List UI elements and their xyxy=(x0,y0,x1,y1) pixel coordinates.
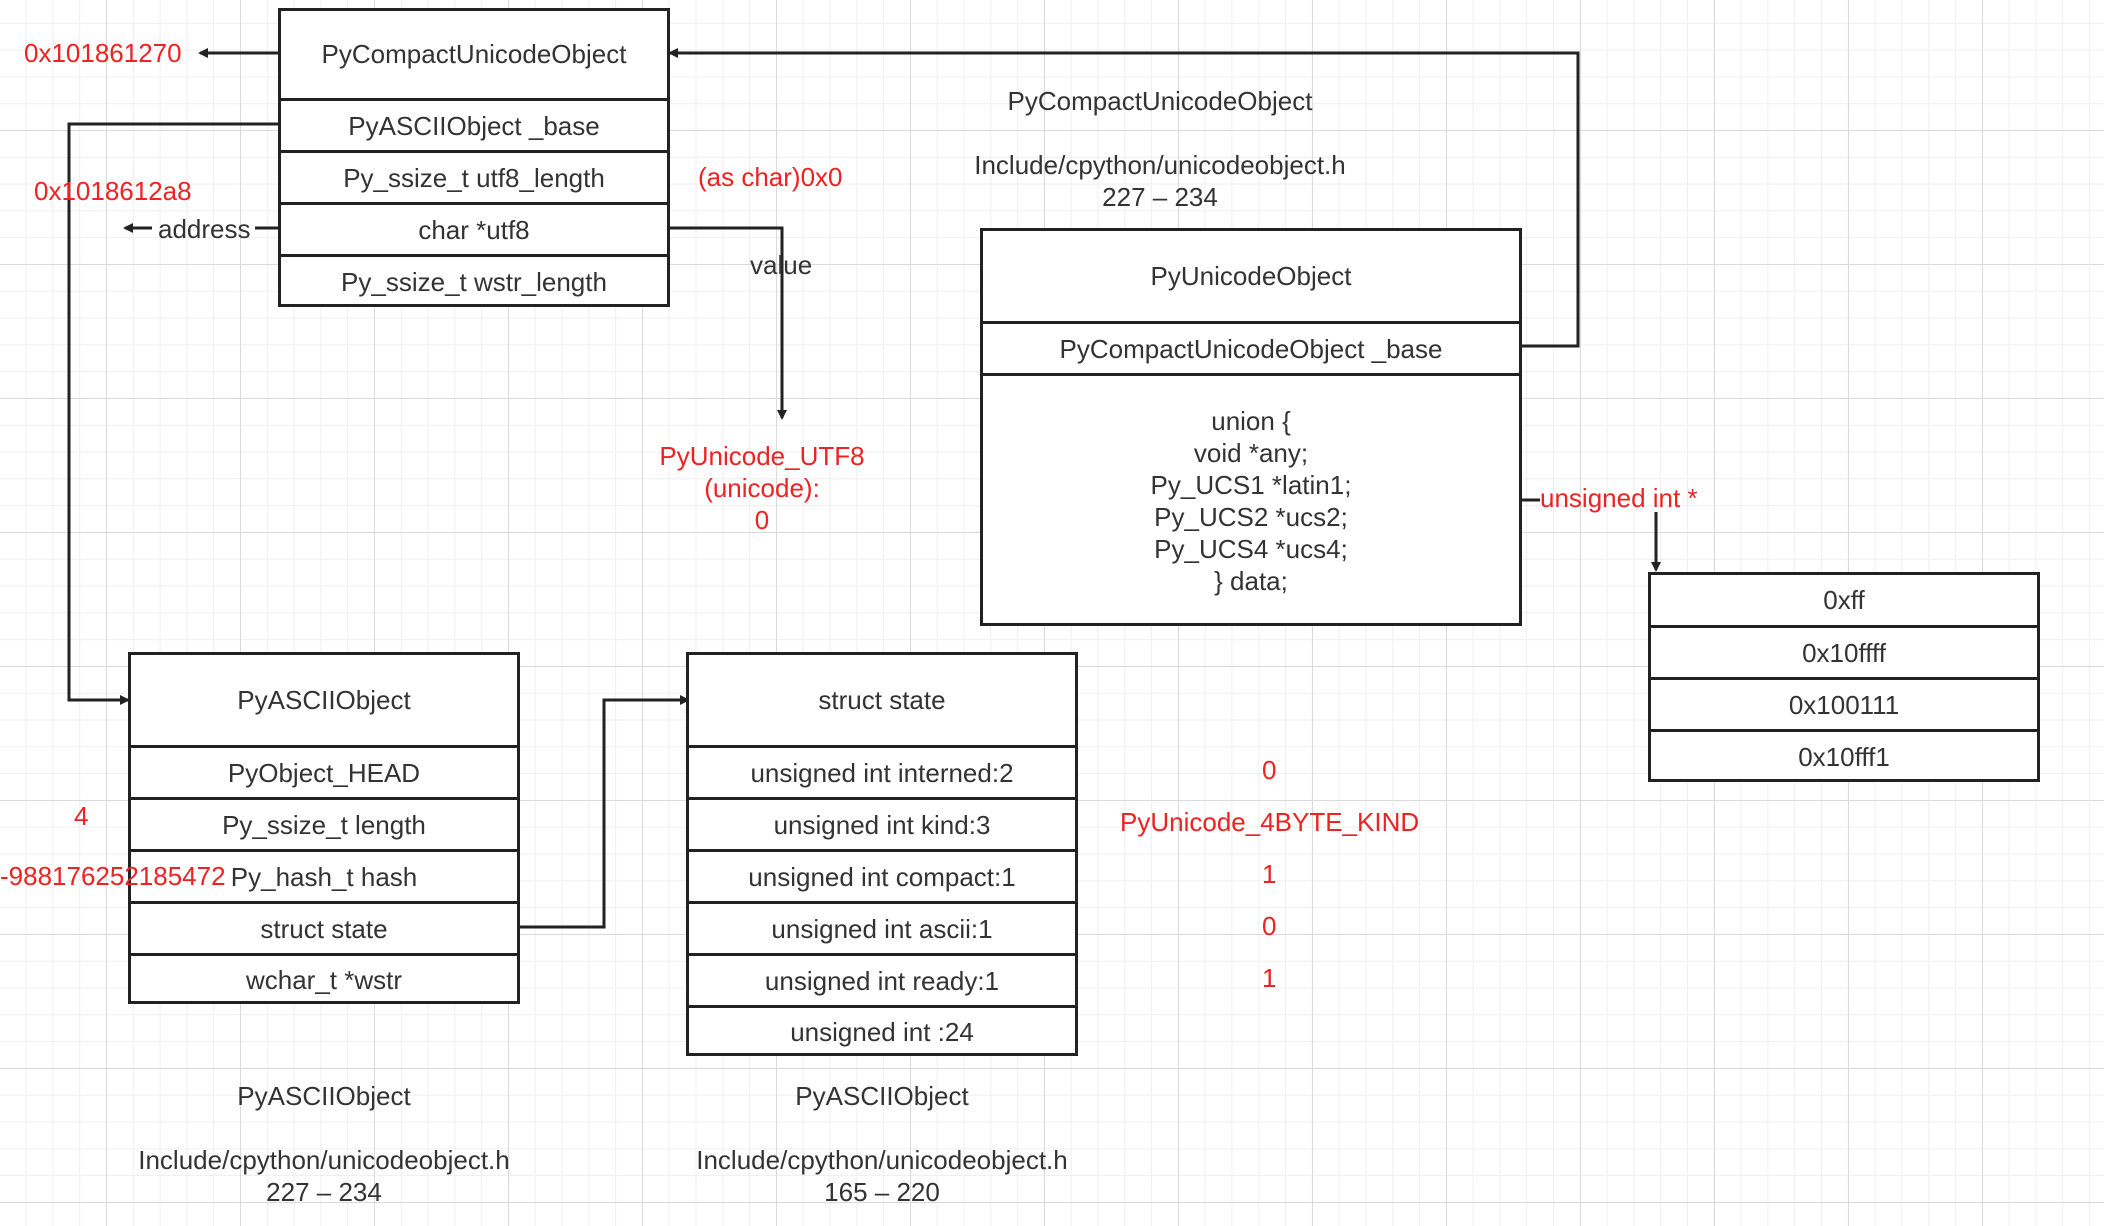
utf8-result-line: PyUnicode_UTF8 xyxy=(659,441,865,471)
compact-field-wstr-length: Py_ssize_t wstr_length xyxy=(281,254,667,307)
state-field-padding: unsigned int :24 xyxy=(689,1005,1075,1056)
arrow-unicode-base-to-compact xyxy=(668,48,1580,348)
compact-caption-name: PyCompactUnicodeObject xyxy=(1007,86,1313,116)
unicode-field-base: PyCompactUnicodeObject _base xyxy=(983,321,1519,374)
data-value: 0x10ffff xyxy=(1651,625,2037,678)
unicode-box-title: PyUnicodeObject xyxy=(1150,260,1352,291)
caption-file: Include/cpython/unicodeobject.h xyxy=(138,1145,510,1175)
data-value: 0xff xyxy=(1823,584,1865,615)
data-pointer-type-annotation: unsigned int * xyxy=(1540,483,1698,513)
compact-address-annotation: 0x101861270 xyxy=(24,38,182,68)
arrow-state-to-struct xyxy=(520,695,690,929)
compact-box-title: PyCompactUnicodeObject xyxy=(321,39,627,69)
caption-lines: 227 – 234 xyxy=(266,1177,382,1207)
ascii-field-length: Py_ssize_t length xyxy=(131,797,517,850)
ascii-field-head: PyObject_HEAD xyxy=(131,745,517,798)
ascii-caption-name: PyASCIIObject xyxy=(237,1081,411,1111)
ascii-field-hash: Py_hash_t hash xyxy=(131,849,517,902)
state-value-compact: 1 xyxy=(1262,859,1277,889)
state-value-interned: 0 xyxy=(1262,755,1277,785)
caption-file: Include/cpython/unicodeobject.h xyxy=(696,1145,1068,1175)
caption-lines: 165 – 220 xyxy=(824,1177,940,1207)
value-label: value xyxy=(750,250,813,280)
state-field-ascii: unsigned int ascii:1 xyxy=(689,901,1075,954)
state-value-ready: 1 xyxy=(1262,963,1277,993)
utf8-address-annotation: 0x1018612a8 xyxy=(34,176,192,206)
state-field-ready: unsigned int ready:1 xyxy=(689,953,1075,1006)
compact-field-utf8: char *utf8 xyxy=(281,202,667,255)
union-line: } data; xyxy=(1214,566,1288,596)
arrow-utf8-value xyxy=(670,226,787,420)
caption-lines: 227 – 234 xyxy=(1102,182,1218,212)
hash-value-annotation: -988176252185472 xyxy=(0,861,226,891)
compact-unicode-box: PyCompactUnicodeObject PyASCIIObject _ba… xyxy=(278,8,670,307)
union-line: Py_UCS2 *ucs2; xyxy=(1154,502,1348,532)
length-value-annotation: 4 xyxy=(74,801,89,831)
state-caption-name: PyASCIIObject xyxy=(795,1081,969,1111)
union-line: Py_UCS4 *ucs4; xyxy=(1154,534,1348,564)
address-label: address xyxy=(158,214,251,244)
compact-caption-file: Include/cpython/unicodeobject.h 227 – 23… xyxy=(920,149,1400,213)
union-line: union { xyxy=(1211,406,1291,436)
ascii-field-wstr: wchar_t *wstr xyxy=(131,953,517,1004)
unicode-field-data-union: union { void *any; Py_UCS1 *latin1; Py_U… xyxy=(983,373,1519,626)
state-caption-file: Include/cpython/unicodeobject.h 165 – 22… xyxy=(662,1144,1102,1208)
utf8-result-line: (unicode): xyxy=(704,473,820,503)
union-line: Py_UCS1 *latin1; xyxy=(1150,470,1352,500)
union-line: void *any; xyxy=(1193,438,1309,468)
unicode-object-box: PyUnicodeObject PyCompactUnicodeObject _… xyxy=(980,228,1522,626)
ascii-caption-file: Include/cpython/unicodeobject.h 227 – 23… xyxy=(104,1144,544,1208)
struct-state-box: struct state unsigned int interned:2 uns… xyxy=(686,652,1078,1056)
state-value-kind: PyUnicode_4BYTE_KIND xyxy=(1120,807,1420,837)
utf8-result-line: 0 xyxy=(754,505,770,535)
arrow-base-to-ascii xyxy=(67,122,278,705)
compact-field-base: PyASCIIObject _base xyxy=(281,98,667,151)
ascii-object-box: PyASCIIObject PyObject_HEAD Py_ssize_t l… xyxy=(128,652,520,1004)
data-values-box: 0xff 0x10ffff 0x100111 0x10fff1 xyxy=(1648,572,2040,782)
ascii-field-state: struct state xyxy=(131,901,517,954)
state-field-interned: unsigned int interned:2 xyxy=(689,745,1075,798)
compact-field-utf8-length: Py_ssize_t utf8_length xyxy=(281,150,667,203)
caption-file: Include/cpython/unicodeobject.h xyxy=(974,150,1346,180)
state-box-title: struct state xyxy=(818,684,946,715)
utf8-result-annotation: PyUnicode_UTF8 (unicode): 0 xyxy=(652,440,872,536)
state-field-compact: unsigned int compact:1 xyxy=(689,849,1075,902)
ascii-box-title: PyASCIIObject xyxy=(237,684,411,715)
utf8-length-annotation: (as char)0x0 xyxy=(698,162,843,192)
state-field-kind: unsigned int kind:3 xyxy=(689,797,1075,850)
state-value-ascii: 0 xyxy=(1262,911,1277,941)
data-value: 0x100111 xyxy=(1651,677,2037,730)
data-value: 0x10fff1 xyxy=(1651,729,2037,782)
